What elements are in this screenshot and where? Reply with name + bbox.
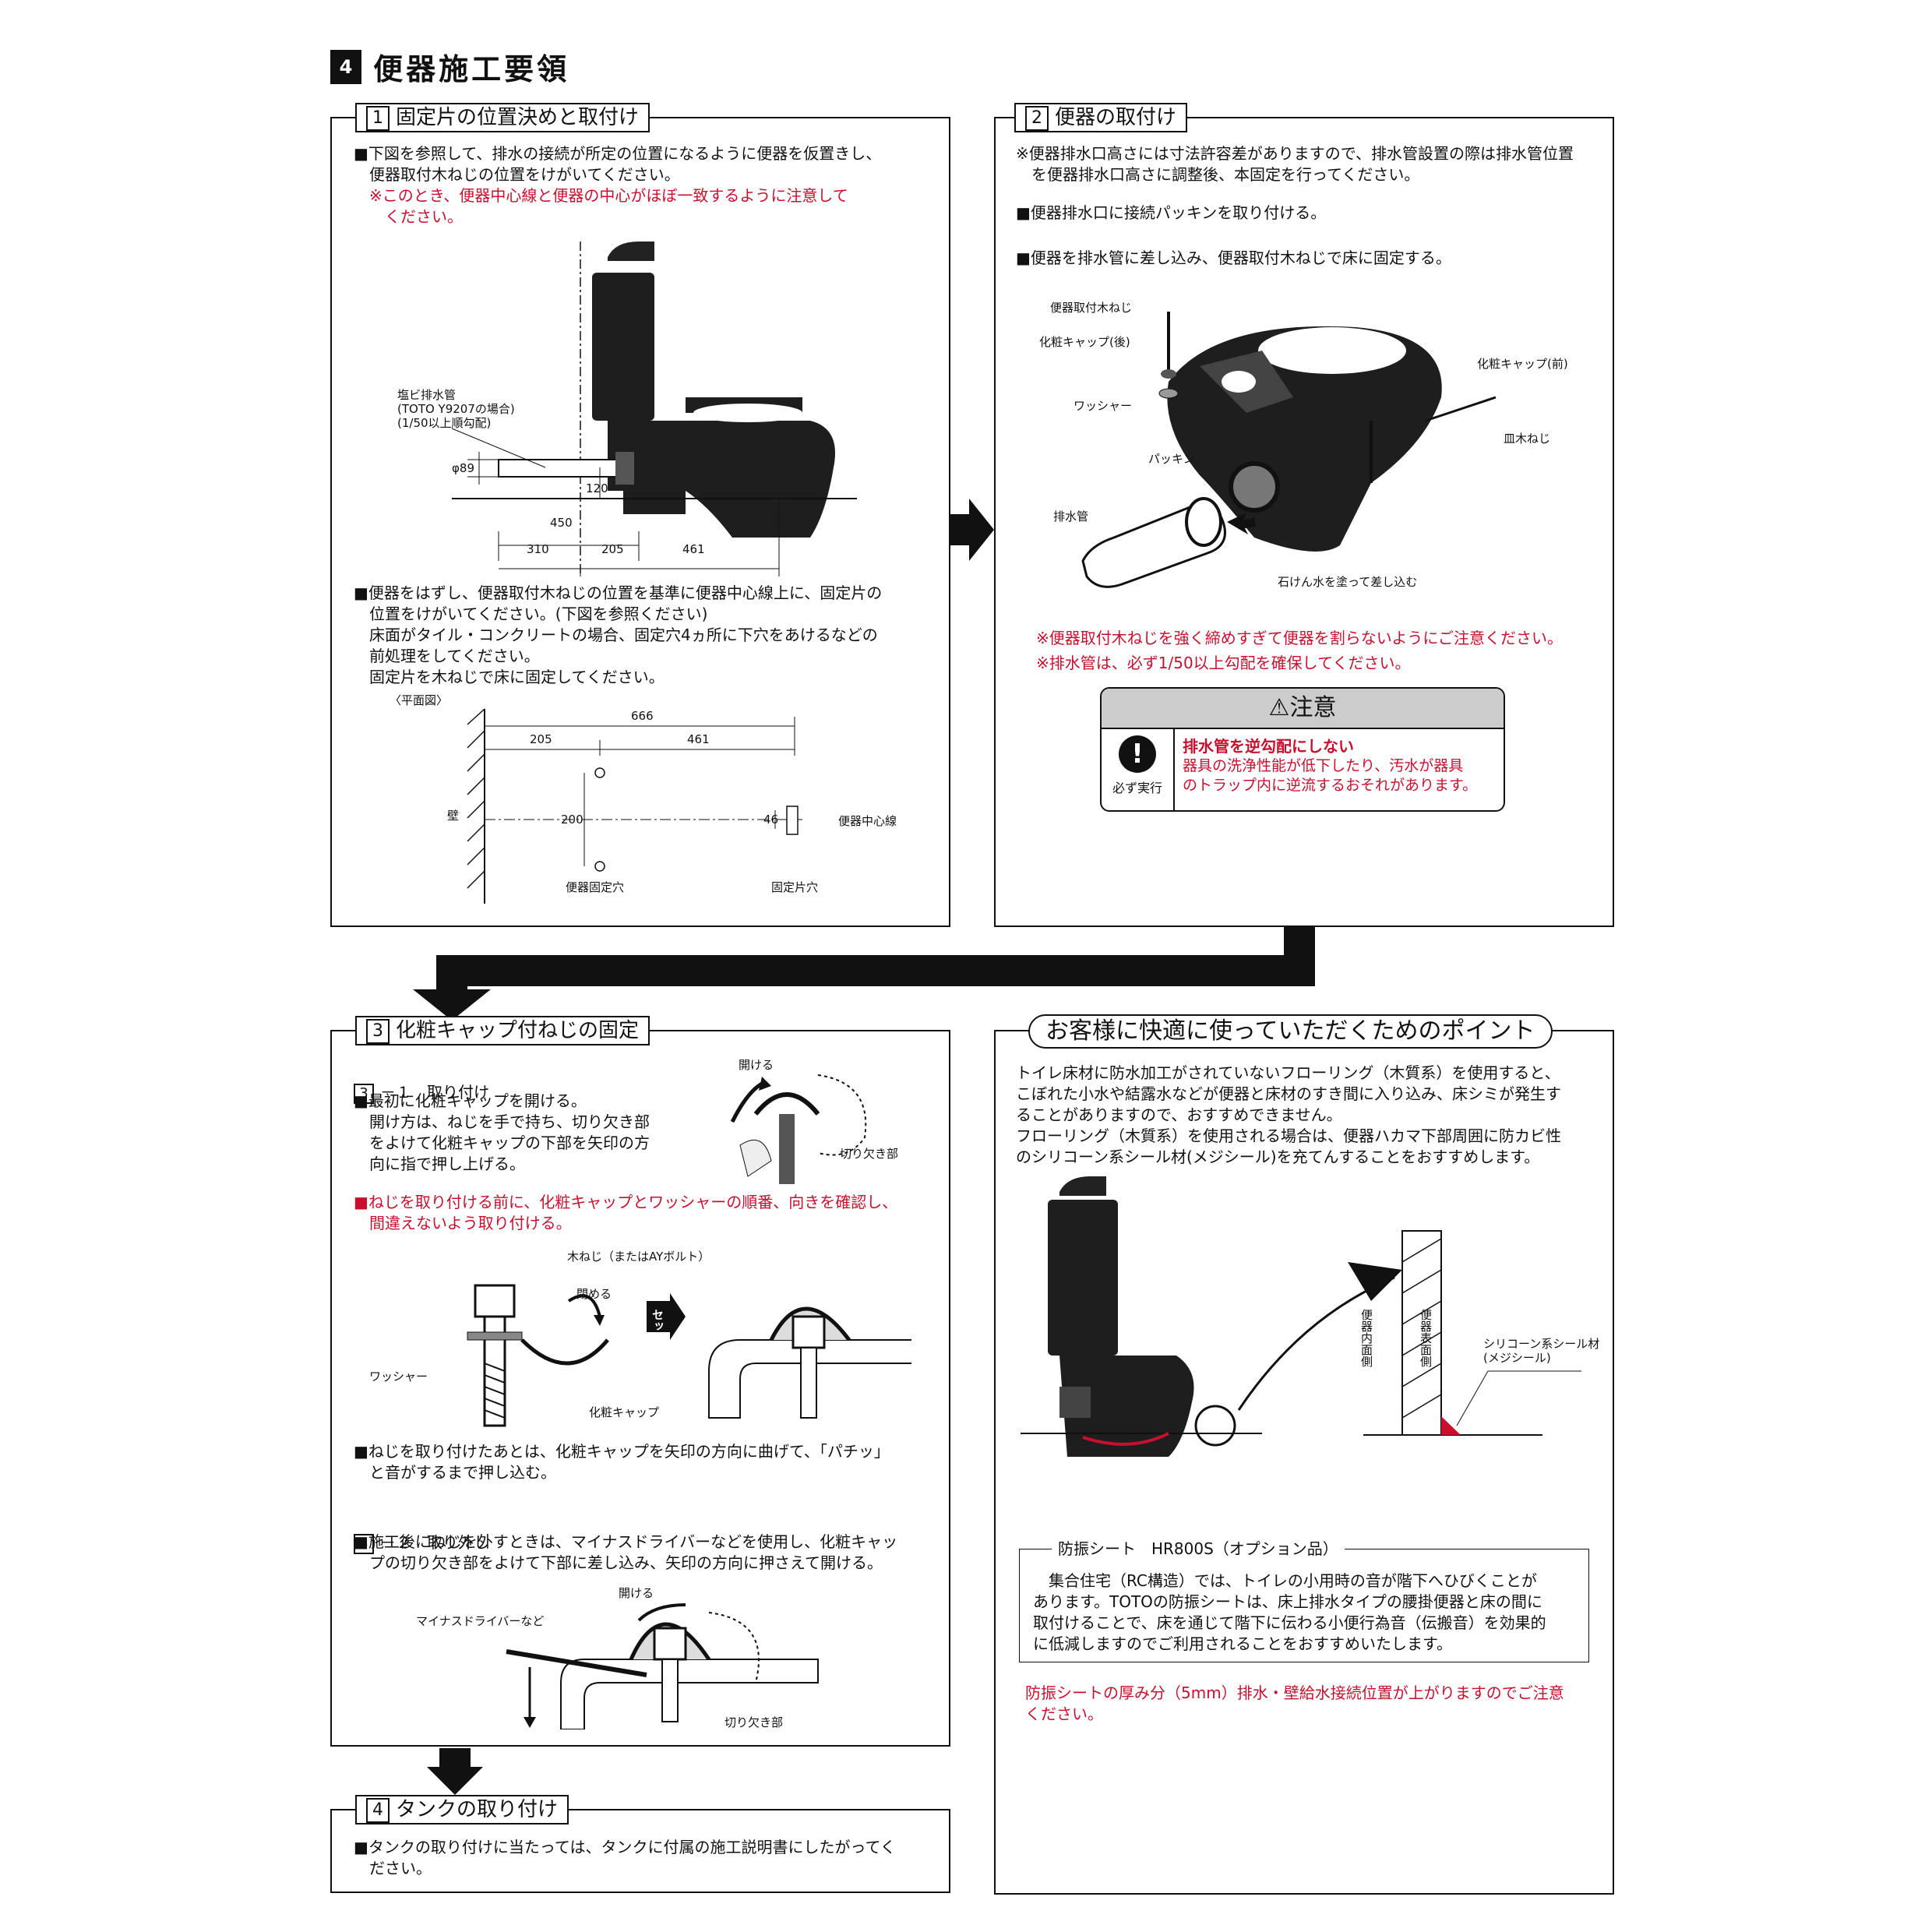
step4-panel [330, 1809, 950, 1893]
step2-warn1: ※便器取付木ねじを強く締めすぎて便器を割らないようにご注意ください。 [1036, 629, 1563, 647]
section-number: 4 [330, 49, 361, 84]
step3-open1: 開ける [739, 1058, 774, 1072]
plan-d461: 461 [687, 732, 710, 746]
step3-num: 3 [366, 1018, 390, 1044]
step3-notch2: 切り欠き部 [724, 1715, 784, 1729]
dim-310: 310 [527, 542, 549, 556]
plan-d666: 666 [631, 709, 654, 723]
step2-label-packing: パッキン [1148, 452, 1195, 466]
step2-label-screw: 便器取付木ねじ [1050, 301, 1133, 315]
caution-title: 注意 [1289, 694, 1337, 721]
plan-d46: 46 [763, 813, 779, 827]
step3-notch1: 切り欠き部 [840, 1147, 899, 1161]
step2-title: 2 便器の取付け [1014, 103, 1188, 132]
step1-title-text: 固定片の位置決めと取付け [396, 106, 640, 129]
step2-num: 2 [1025, 105, 1049, 131]
step2-label-washer: ワッシャー [1074, 399, 1133, 413]
step3-sub2-num: 3 [354, 1533, 374, 1554]
dim-phi: φ89 [452, 461, 474, 475]
step2-para1: ※便器排水口高さには寸法許容差がありますので、排水管設置の際は排水管位置 を便器… [1016, 144, 1574, 184]
toilet-side-diagram [451, 242, 857, 576]
step3-warn: ■ねじを取り付ける前に、化粧キャップとワッシャーの順番、向きを確認し、 間違えな… [354, 1193, 898, 1232]
step3-sub2: 3 －２ 取り外し [354, 1511, 489, 1554]
sheet-text: 集合住宅（RC構造）では、トイレの小用時の音が階下へひびくことが あります。TO… [1033, 1571, 1546, 1653]
step3-washer: ワッシャー [369, 1370, 428, 1384]
caution-head: 排水管を逆勾配にしない [1183, 737, 1354, 756]
cap-remove-diagram [506, 1603, 819, 1729]
pipe-label: 塩ビ排水管 (TOTO Y9207の場合) (1/50以上順勾配) [397, 388, 515, 430]
plan-center-line: 便器中心線 [838, 814, 897, 828]
points-inner: 便器内面側 [1359, 1309, 1373, 1367]
caution-header: ⚠注意 [1102, 689, 1504, 729]
arrow-right-icon [950, 499, 994, 561]
plan-fix-piece-hole: 固定片穴 [771, 880, 819, 894]
caution-body: 器具の洗浄性能が低下したり、汚水が器具 のトラップ内に逆流するおそれがあります。 [1183, 757, 1478, 794]
step3-after-set: セット後 [650, 1309, 665, 1356]
step1-note1: ※このとき、便器中心線と便器の中心がほぼ一致するように注意して ください。 [369, 186, 848, 226]
step3-sub1-num: 3 [354, 1083, 374, 1104]
points-title: お客様に快適に使っていただくためのポイント [1028, 1014, 1553, 1049]
dim-205: 205 [601, 542, 624, 556]
arrow-down-icon [427, 1748, 483, 1795]
step3-close: 閉める [576, 1287, 612, 1301]
section-header: 4 便器施工要領 [330, 45, 569, 86]
step1-num: 1 [366, 105, 390, 131]
caution-must-col: ! 必ず実行 [1102, 729, 1175, 810]
step2-title-text: 便器の取付け [1055, 106, 1177, 129]
step2-label-pipe: 排水管 [1053, 509, 1089, 524]
step3-sub1-text: －１ 取り付け [380, 1083, 489, 1102]
step2-para2: ■便器排水口に接続パッキンを取り付ける。 [1016, 203, 1327, 222]
step3-driver: マイナスドライバーなど [416, 1614, 545, 1628]
step3-wood-screw: 木ねじ（またはAYボルト） [567, 1250, 710, 1264]
points-para: トイレ床材に防水加工がされていないフローリング（木質系）を使用すると、 こぼれた… [1016, 1063, 1561, 1166]
step2-label-soap: 石けん水を塗って差し込む [1278, 575, 1418, 589]
step3-para3: ■施工後にねじを外すときは、マイナスドライバーなどを使用し、化粧キャッ プの切り… [354, 1532, 898, 1572]
warning-icon: ⚠ [1268, 694, 1290, 721]
dim-461: 461 [682, 542, 705, 556]
sheet-warn: 防振シートの厚み分（5mm）排水・壁給水接続位置が上がりますのでご注意 ください… [1025, 1683, 1564, 1723]
step1-para1: ■下図を参照して、排水の接続が所定の位置になるように便器を仮置きし、 便器取付木… [354, 144, 882, 184]
step3-para1: ■最初に化粧キャップを開ける。 開け方は、ねじを手で持ち、切り欠き部 をよけて化… [354, 1091, 650, 1173]
plan-d200: 200 [561, 813, 583, 827]
step4-num: 4 [366, 1797, 390, 1823]
step4-title-text: タンクの取り付け [396, 1798, 559, 1821]
step4-para: ■タンクの取り付けに当たっては、タンクに付属の施工説明書にしたがってく ださい。 [354, 1838, 896, 1877]
exclamation-icon: ! [1119, 735, 1156, 773]
step2-label-cap-rear: 化粧キャップ(後) [1039, 335, 1130, 349]
step1-para2: ■便器をはずし、便器取付木ねじの位置を基準に便器中心線上に、固定片の 位置をけが… [354, 583, 883, 686]
dim-120: 120 [586, 481, 608, 495]
step2-label-dish-screw: 皿木ねじ [1504, 432, 1551, 446]
step3-open2: 開ける [619, 1586, 654, 1600]
caution-box: ⚠注意 ! 必ず実行 排水管を逆勾配にしない 器具の洗浄性能が低下したり、汚水が… [1100, 687, 1505, 812]
step2-label-cap-front: 化粧キャップ(前) [1477, 357, 1568, 371]
plan-wall: 壁 [447, 809, 460, 823]
sheet-title: 防振シート HR800S（オプション品） [1052, 1538, 1345, 1560]
step2-para3: ■便器を排水管に差し込み、便器取付木ねじで床に固定する。 [1016, 249, 1451, 267]
step4-title: 4 タンクの取り付け [355, 1795, 569, 1824]
screw-cap-diagram [467, 1284, 911, 1427]
step3-para2: ■ねじを取り付けたあとは、化粧キャップを矢印の方向に曲げて、「パチッ」 と音がす… [354, 1442, 890, 1482]
points-outer: 便器表面側 [1419, 1309, 1433, 1367]
plan-fix-hole: 便器固定穴 [566, 880, 625, 894]
step2-panel [994, 117, 1614, 927]
step3-sub1: 3 －１ 取り付け [354, 1061, 489, 1104]
caution-must: 必ず実行 [1112, 781, 1162, 795]
plan-diagram [467, 708, 802, 904]
dim-450: 450 [550, 516, 573, 530]
plan-d205: 205 [530, 732, 552, 746]
step3-sub2-text: －２ 取り外し [380, 1533, 489, 1552]
step3-title: 3 化粧キャップ付ねじの固定 [355, 1016, 650, 1045]
step2-warn2: ※排水管は、必ず1/50以上勾配を確保してください。 [1036, 654, 1411, 672]
flow-arrow-icon [413, 927, 1315, 1021]
toilet-seal-diagram [1021, 1176, 1581, 1457]
points-seal: シリコーン系シール材 (メジシール) [1483, 1337, 1600, 1365]
step3-title-text: 化粧キャップ付ねじの固定 [396, 1019, 640, 1042]
section-title: 便器施工要領 [373, 52, 570, 86]
cap-open-diagram [730, 1074, 867, 1184]
plan-title: 〈平面図〉 [390, 693, 449, 707]
toilet-install-diagram [1081, 312, 1497, 588]
step3-cap: 化粧キャップ [589, 1405, 660, 1419]
step1-title: 1 固定片の位置決めと取付け [355, 103, 650, 132]
